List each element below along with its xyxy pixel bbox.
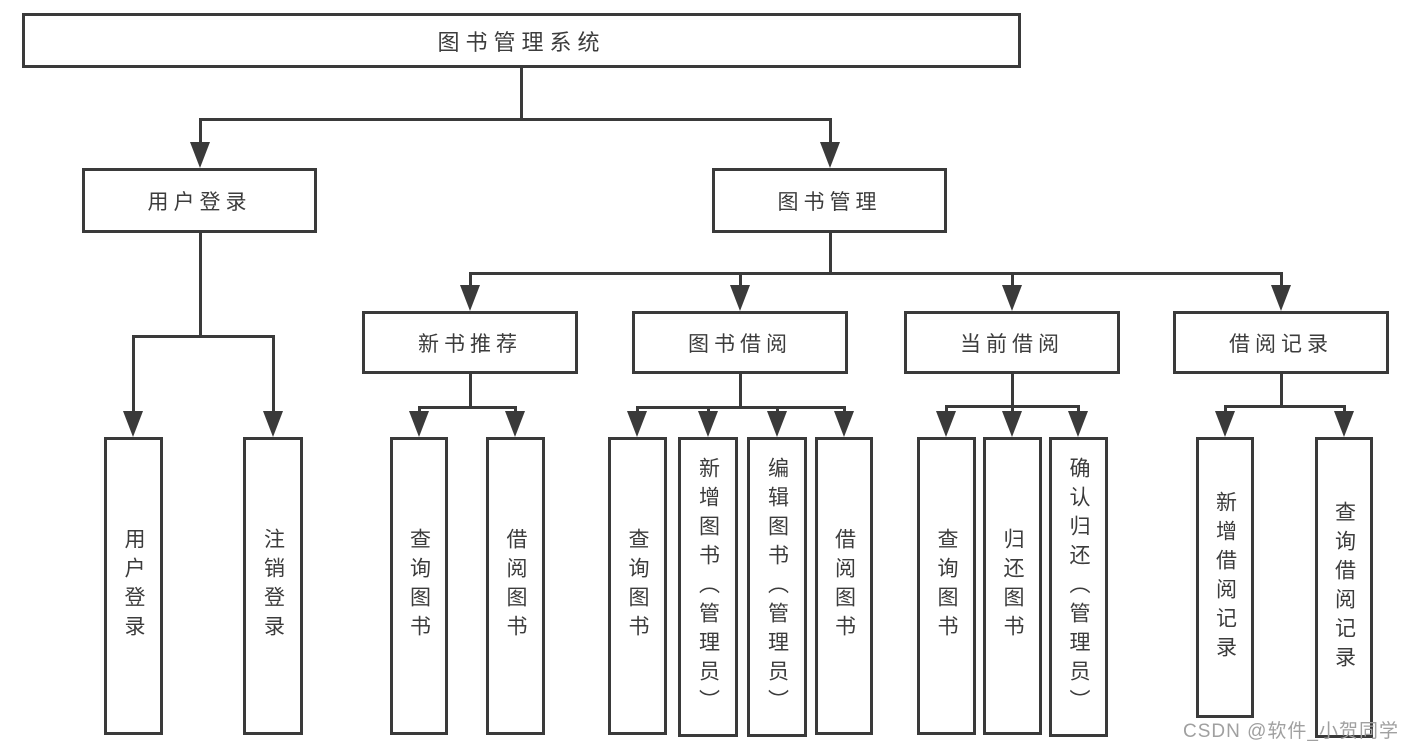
node-label: 用户登录: [147, 190, 252, 214]
node-label: 新增图书（管理员）: [696, 456, 720, 718]
node-label: 查询借阅记录: [1332, 500, 1356, 675]
node-label: 图书管理: [777, 190, 882, 214]
node-leaf-current-return-books: 归还图书: [983, 437, 1042, 735]
connector-user-login-drop: [199, 118, 202, 144]
node-leaf-rec-borrow-books: 借阅图书: [486, 437, 545, 735]
arrow-down-icon: [505, 411, 525, 437]
node-label: 借阅记录: [1229, 332, 1333, 356]
node-label: 查询图书: [626, 528, 649, 644]
connector-drop: [739, 272, 742, 287]
connector-drop: [843, 406, 846, 413]
arrow-down-icon: [1068, 411, 1088, 437]
node-label: 用户登录: [122, 528, 145, 644]
connector-current-borrow-stem: [1011, 374, 1014, 407]
connector-drop: [945, 405, 948, 413]
connector-drop: [1011, 272, 1014, 287]
node-label: 新增借阅记录: [1213, 490, 1237, 665]
arrow-down-icon: [1334, 411, 1354, 437]
connector-new-book-stem: [469, 374, 472, 408]
node-label: 编辑图书（管理员）: [765, 456, 789, 718]
node-new-book-recommendation: 新书推荐: [362, 311, 578, 374]
node-label: 查询图书: [935, 528, 958, 644]
connector-root-stem: [520, 68, 523, 120]
connector-records-branch: [1224, 405, 1346, 408]
node-leaf-current-query-books: 查询图书: [917, 437, 976, 735]
connector-root-branch: [199, 118, 832, 121]
arrow-down-icon: [820, 142, 840, 168]
node-user-login: 用户登录: [82, 168, 317, 233]
arrow-down-icon: [767, 411, 787, 437]
arrow-down-icon: [409, 411, 429, 437]
node-book-management: 图书管理: [712, 168, 947, 233]
connector-user-login-stem: [199, 233, 202, 337]
node-label: 注销登录: [261, 528, 285, 644]
connector-drop: [1280, 272, 1283, 287]
connector-user-login-branch: [132, 335, 274, 338]
connector-book-mgmt-stem: [829, 233, 832, 274]
arrow-down-icon: [460, 285, 480, 311]
connector-book-borrow-branch: [636, 406, 845, 409]
node-label: 查询图书: [407, 528, 431, 644]
node-leaf-current-confirm-return-admin: 确认归还（管理员）: [1049, 437, 1108, 737]
node-library-management-system: 图书管理系统: [22, 13, 1021, 68]
node-leaf-records-add-record: 新增借阅记录: [1196, 437, 1254, 718]
connector-book-borrow-stem: [739, 374, 742, 408]
connector-drop: [418, 406, 421, 413]
node-label: 新书推荐: [418, 332, 522, 356]
connector-records-stem: [1280, 374, 1283, 407]
connector-drop: [469, 272, 472, 287]
csdn-watermark: CSDN @软件_小贺同学: [1183, 721, 1399, 742]
node-label: 确认归还（管理员）: [1067, 456, 1090, 718]
arrow-down-icon: [123, 411, 143, 437]
connector-drop: [776, 406, 779, 413]
connector-drop: [1077, 405, 1080, 413]
node-label: 借阅图书: [832, 528, 856, 644]
arrow-down-icon: [834, 411, 854, 437]
connector-drop: [1343, 405, 1346, 413]
node-label: 当前借阅: [960, 332, 1064, 356]
node-leaf-borrow-borrow-books: 借阅图书: [815, 437, 873, 735]
node-label: 借阅图书: [504, 528, 527, 644]
arrow-down-icon: [263, 411, 283, 437]
arrow-down-icon: [730, 285, 750, 311]
arrow-down-icon: [1215, 411, 1235, 437]
node-leaf-rec-query-books: 查询图书: [390, 437, 448, 735]
arrow-down-icon: [698, 411, 718, 437]
connector-drop: [272, 335, 275, 413]
node-leaf-records-query-record: 查询借阅记录: [1315, 437, 1373, 738]
connector-drop: [1224, 405, 1227, 413]
node-leaf-borrow-query-books: 查询图书: [608, 437, 667, 735]
node-leaf-borrow-edit-books-admin: 编辑图书（管理员）: [747, 437, 807, 737]
node-label: 归还图书: [1001, 528, 1024, 644]
connector-drop: [707, 406, 710, 413]
node-label: 图书借阅: [688, 332, 792, 356]
arrow-down-icon: [1002, 411, 1022, 437]
connector-drop: [132, 335, 135, 413]
connector-new-book-branch: [418, 406, 517, 409]
connector-drop: [514, 406, 517, 413]
arrow-down-icon: [190, 142, 210, 168]
connector-book-mgmt-branch: [469, 272, 1283, 275]
connector-drop: [636, 406, 639, 413]
node-current-borrowing: 当前借阅: [904, 311, 1120, 374]
node-book-borrowing: 图书借阅: [632, 311, 848, 374]
node-leaf-borrow-add-books-admin: 新增图书（管理员）: [678, 437, 738, 737]
arrow-down-icon: [1002, 285, 1022, 311]
arrow-down-icon: [627, 411, 647, 437]
connector-book-mgmt-drop: [829, 118, 832, 144]
node-borrowing-records: 借阅记录: [1173, 311, 1389, 374]
node-label: 图书管理系统: [437, 29, 606, 55]
arrow-down-icon: [936, 411, 956, 437]
node-leaf-user-login: 用户登录: [104, 437, 163, 735]
arrow-down-icon: [1271, 285, 1291, 311]
connector-drop: [1011, 405, 1014, 413]
node-leaf-logout: 注销登录: [243, 437, 303, 735]
